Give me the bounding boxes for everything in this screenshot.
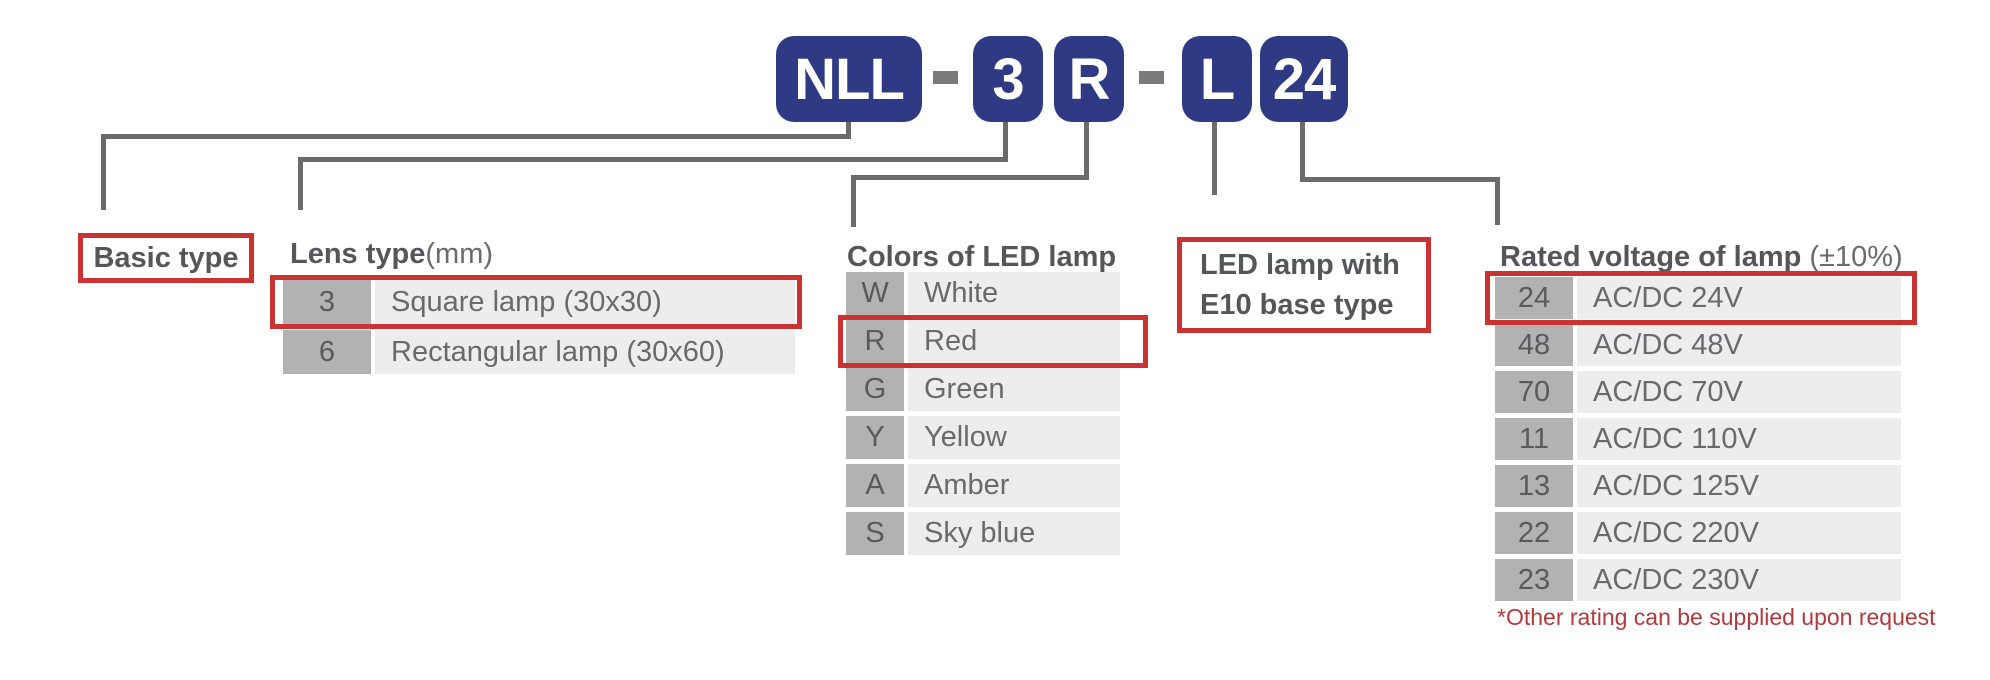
table-row: A Amber: [846, 464, 1120, 507]
table-row: 24 AC/DC 24V: [1495, 277, 1901, 319]
connector-rated-voltage: [1300, 177, 1500, 182]
table-row: 22 AC/DC 220V: [1495, 512, 1901, 554]
lens-type-table: 3 Square lamp (30x30) 6 Rectangular lamp…: [283, 280, 795, 374]
connector-rated-voltage: [1495, 177, 1500, 225]
table-row: R Red: [846, 320, 1120, 363]
table-row: 23 AC/DC 230V: [1495, 559, 1901, 601]
table-row: W White: [846, 272, 1120, 315]
table-row: 11 AC/DC 110V: [1495, 418, 1901, 460]
rated-voltage-heading: Rated voltage of lamp (±10%): [1500, 241, 1903, 273]
connector-led-colors: [851, 175, 1089, 180]
base-code-badge: L: [1182, 36, 1252, 122]
dash-separator: [933, 71, 958, 84]
connector-lens-type: [298, 157, 303, 210]
table-row: 48 AC/DC 48V: [1495, 324, 1901, 366]
connector-base-type: [1212, 122, 1217, 195]
table-row: S Sky blue: [846, 512, 1120, 555]
table-row: 6 Rectangular lamp (30x60): [283, 330, 795, 374]
voltage-highlight-box: [1485, 271, 1917, 325]
dash-separator: [1139, 71, 1164, 84]
led-colors-table: W White R Red G Green Y Yellow A Amber S…: [846, 272, 1120, 555]
base-type-box: LED lamp with E10 base type: [1177, 237, 1431, 333]
connector-lens-type: [298, 157, 1008, 162]
lens-code-badge: 3: [973, 36, 1043, 122]
led-color-highlight-box: [838, 315, 1148, 368]
voltage-footnote: *Other rating can be supplied upon reque…: [1497, 604, 1936, 630]
connector-basic-type: [101, 134, 851, 139]
led-colors-heading: Colors of LED lamp: [847, 241, 1117, 273]
connector-basic-type: [101, 134, 106, 210]
rated-voltage-table: 24 AC/DC 24V 48 AC/DC 48V 70 AC/DC 70V 1…: [1495, 277, 1901, 601]
base-type-label: E10 base type: [1200, 289, 1394, 321]
connector-led-colors: [851, 175, 856, 227]
lens-type-highlight-box: [270, 275, 802, 329]
table-row: 3 Square lamp (30x30): [283, 280, 795, 324]
voltage-code-badge: 24: [1260, 36, 1348, 122]
color-code-badge: R: [1054, 36, 1124, 122]
connector-lens-type: [1003, 122, 1008, 162]
table-row: G Green: [846, 368, 1120, 411]
connector-basic-type: [846, 122, 851, 139]
connector-rated-voltage: [1300, 122, 1305, 182]
lens-type-heading: Lens type(mm): [290, 238, 494, 270]
table-row: 13 AC/DC 125V: [1495, 465, 1901, 507]
connector-led-colors: [1084, 122, 1089, 180]
table-row: 70 AC/DC 70V: [1495, 371, 1901, 413]
base-type-label: LED lamp with: [1200, 249, 1400, 281]
model-prefix-badge: NLL: [776, 36, 922, 122]
table-row: Y Yellow: [846, 416, 1120, 459]
basic-type-box: Basic type: [78, 233, 254, 283]
basic-type-label: Basic type: [93, 242, 239, 274]
